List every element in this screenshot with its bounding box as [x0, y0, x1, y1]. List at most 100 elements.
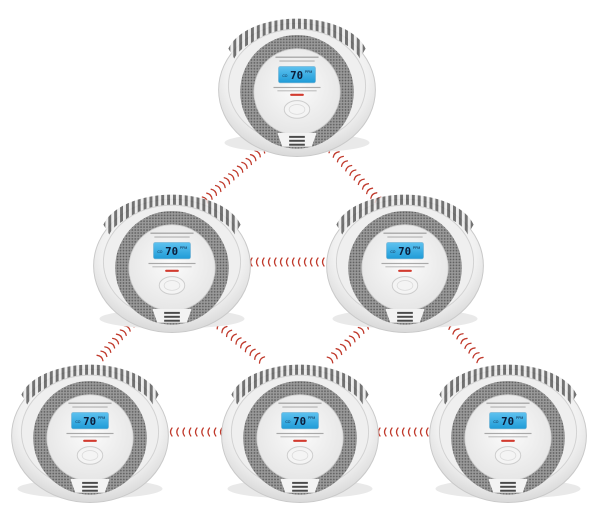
- signal-wave-arc: [176, 427, 179, 437]
- signal-wave-arc: [321, 257, 325, 267]
- signal-wave-arc: [291, 257, 295, 267]
- signal-connections: [96, 146, 484, 437]
- signal-wave-arc: [279, 257, 283, 267]
- signal-wave-arc: [221, 325, 228, 334]
- signal-wave-arc: [230, 333, 237, 341]
- svg-text:PPM: PPM: [413, 246, 421, 250]
- signal-wave-arc: [223, 177, 231, 185]
- signal-wave-arc: [258, 356, 266, 364]
- svg-text:CO: CO: [75, 420, 80, 424]
- signal-wave-arc: [213, 427, 217, 437]
- signal-wave-arc: [182, 427, 186, 437]
- signal-wave-arc: [407, 427, 411, 437]
- lcd-reading: 70: [165, 245, 178, 258]
- svg-text:PPM: PPM: [305, 70, 313, 74]
- signal-wave-arc: [340, 160, 349, 167]
- signal-wave-arc: [267, 257, 271, 267]
- signal-wave-arc: [326, 356, 334, 364]
- signal-wave-arc: [115, 333, 123, 341]
- signal-wave-arc: [236, 165, 244, 173]
- svg-text:CO: CO: [390, 250, 395, 254]
- smoke-detector-bottom-right: CO 70 PPM: [429, 364, 587, 503]
- signal-wave-arc: [353, 173, 361, 181]
- signal-wave-arc: [361, 183, 370, 190]
- signal-wave-arc: [336, 155, 344, 163]
- signal-wave-arc: [255, 257, 259, 267]
- signal-wave-arc: [206, 192, 213, 200]
- signal-wave-arc: [100, 350, 108, 358]
- signal-wave-arc: [249, 154, 257, 162]
- lcd-reading: 70: [293, 415, 306, 428]
- signal-wave-arc: [464, 342, 472, 350]
- signal-wave-arc: [108, 341, 116, 349]
- signal-wave-arc: [285, 257, 289, 267]
- signal-wave-arc: [169, 427, 173, 437]
- signal-wave-arc: [345, 164, 353, 172]
- signal-wave-arc: [273, 257, 277, 267]
- signal-wave-arc: [112, 337, 120, 345]
- signal-wave-arc: [219, 180, 226, 189]
- signal-wave-arc: [389, 427, 393, 437]
- signal-wave-arc: [413, 427, 417, 437]
- smoke-detector-mid-left: CO 70 PPM: [93, 194, 251, 333]
- signal-wave-arc: [232, 169, 239, 177]
- signal-wave-arc: [339, 343, 347, 351]
- signal-wave-arc: [395, 427, 399, 437]
- smoke-detector-bottom-left: CO 70 PPM: [11, 364, 169, 503]
- signal-wave-arc: [330, 352, 338, 360]
- lcd-reading: 70: [501, 415, 514, 428]
- signal-wave-arc: [335, 348, 343, 356]
- svg-text:PPM: PPM: [516, 416, 524, 420]
- signal-wave-arc: [254, 150, 261, 158]
- signal-wave-arc: [228, 173, 235, 181]
- signal-wave-arc: [349, 169, 357, 177]
- signal-wave-arc: [96, 354, 104, 362]
- signal-wave-arc: [303, 257, 307, 267]
- signal-wave-arc: [472, 352, 480, 359]
- signal-wave-arc: [332, 151, 340, 158]
- svg-text:PPM: PPM: [180, 246, 188, 250]
- lcd-reading: 70: [290, 69, 303, 82]
- signal-wave-arc: [244, 344, 252, 353]
- signal-wave-arc: [456, 333, 464, 340]
- lcd-reading: 70: [83, 415, 96, 428]
- svg-text:PPM: PPM: [308, 416, 316, 420]
- signal-wave-arc: [370, 192, 378, 199]
- signal-wave-arc: [207, 427, 211, 437]
- signal-wave-arc: [468, 347, 476, 354]
- signal-wave-arc: [225, 329, 233, 338]
- signal-wave-arc: [357, 326, 365, 334]
- signal-wave-arc: [119, 329, 127, 337]
- signal-wave-arc: [366, 187, 374, 195]
- signal-wave-arc: [261, 257, 265, 267]
- signal-wave-arc: [452, 328, 460, 335]
- signal-wave-arc: [419, 427, 423, 437]
- signal-wave-arc: [357, 178, 365, 186]
- smoke-detector-mid-right: CO 70 PPM: [326, 194, 484, 333]
- signal-wave-arc: [235, 337, 242, 345]
- smoke-detector-bottom-center: CO 70 PPM: [221, 364, 379, 503]
- svg-text:CO: CO: [157, 250, 162, 254]
- signal-wave-arc: [249, 348, 256, 357]
- signal-wave-arc: [309, 257, 313, 267]
- signal-wave-arc: [201, 427, 204, 437]
- signal-wave-arc: [297, 257, 301, 267]
- lcd-reading: 70: [398, 245, 411, 258]
- signal-wave-arc: [254, 352, 261, 360]
- signal-wave-arc: [188, 427, 192, 437]
- smoke-detector-top: CO 70 PPM: [218, 18, 376, 157]
- svg-text:PPM: PPM: [98, 416, 106, 420]
- signal-wave-arc: [214, 184, 222, 193]
- signal-wave-arc: [425, 427, 429, 437]
- signal-wave-arc: [353, 331, 361, 339]
- signal-wave-arc: [241, 161, 248, 170]
- svg-text:CO: CO: [493, 420, 498, 424]
- signal-wave-arc: [240, 341, 247, 349]
- signal-wave-arc: [348, 335, 356, 343]
- signal-wave-arc: [210, 188, 218, 196]
- signal-wave-arc: [104, 346, 112, 353]
- svg-text:CO: CO: [285, 420, 290, 424]
- signal-wave-arc: [344, 339, 352, 347]
- signal-wave-arc: [476, 356, 484, 364]
